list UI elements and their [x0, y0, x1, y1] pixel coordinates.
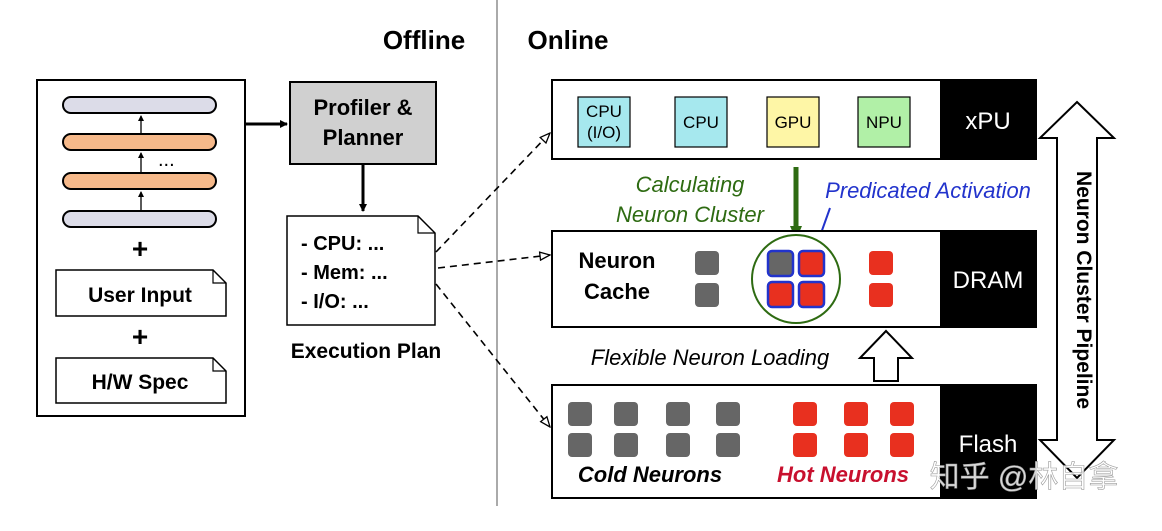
cold-neuron: [695, 251, 719, 275]
plan-to-xpu-arrow: [435, 133, 550, 253]
hot-neuron: [844, 433, 868, 457]
layer-ellipsis: ...: [158, 149, 175, 171]
model-layer-orange: [62, 133, 217, 151]
cold-neuron: [666, 433, 690, 457]
offline-header: Offline: [383, 25, 465, 55]
online-header: Online: [528, 25, 609, 55]
execution-plan-doc: - CPU: ... - Mem: ... - I/O: ...: [286, 215, 436, 326]
cluster-neuron-hot: [766, 280, 795, 309]
model-layer-orange: [62, 172, 217, 190]
plan-item-io: - I/O: ...: [301, 291, 369, 313]
cold-neuron: [568, 402, 592, 426]
xpu-unit-gpu-label: GPU: [775, 113, 812, 132]
hot-neuron-grid: [793, 402, 914, 457]
hw-spec-label: H/W Spec: [92, 371, 189, 394]
hot-neurons-label: Hot Neurons: [777, 462, 909, 487]
cold-neuron: [666, 402, 690, 426]
cold-neurons-label: Cold Neurons: [578, 462, 722, 487]
flexible-loading-arrow: [857, 329, 915, 382]
cluster-neuron-hot: [797, 280, 826, 309]
pipeline-double-arrow: [1037, 100, 1117, 480]
profiler-planner-box: [289, 81, 437, 165]
dram-label: DRAM: [953, 267, 1024, 294]
calc-cluster-line1: Calculating: [636, 172, 746, 197]
flash-label: Flash: [959, 431, 1018, 458]
hot-neuron: [890, 402, 914, 426]
cold-neuron: [716, 433, 740, 457]
xpu-label-box: [940, 80, 1036, 159]
profiler-label-line2: Planner: [323, 125, 404, 150]
xpu-unit-cpu: CPU: [674, 96, 728, 148]
model-layer-stack: ...: [62, 96, 217, 228]
hot-neuron: [793, 433, 817, 457]
neuron-cluster-circle: [751, 234, 841, 324]
xpu-unit-cpu-io-line1: CPU: [586, 102, 622, 121]
hot-neuron: [869, 283, 893, 307]
hot-neuron: [844, 402, 868, 426]
flexible-loading-label: Flexible Neuron Loading: [591, 345, 830, 370]
cluster-neuron-hot: [797, 249, 826, 278]
cold-neuron: [716, 402, 740, 426]
cold-neuron: [695, 283, 719, 307]
predicated-activation-label: Predicated Activation: [825, 178, 1031, 203]
xpu-unit-cpu-label: CPU: [683, 113, 719, 132]
profiler-label-line1: Profiler &: [313, 95, 412, 120]
pipeline-label: Neuron Cluster Pipeline: [1072, 171, 1095, 409]
flash-label-box: [940, 385, 1036, 498]
user-input-doc: User Input: [55, 269, 227, 317]
cold-neuron: [568, 433, 592, 457]
plus-sign: +: [132, 321, 148, 352]
hot-neuron: [890, 433, 914, 457]
hw-spec-doc: H/W Spec: [55, 357, 227, 404]
model-layer-gray: [62, 96, 217, 114]
cold-neuron-grid: [568, 402, 740, 457]
neuron-cache-line2: Cache: [584, 279, 650, 304]
plan-to-dram-arrow: [437, 255, 550, 269]
xpu-unit-npu: NPU: [857, 96, 911, 148]
neuron-cache-line1: Neuron: [579, 248, 656, 273]
hot-neuron: [869, 251, 893, 275]
xpu-unit-cpu-io-line2: (I/O): [587, 123, 621, 142]
plan-to-flash-arrow: [435, 283, 550, 427]
calc-cluster-line2: Neuron Cluster: [616, 202, 766, 227]
xpu-label: xPU: [965, 108, 1010, 135]
user-input-label: User Input: [88, 284, 192, 307]
plus-sign: +: [132, 233, 148, 264]
execution-plan-caption: Execution Plan: [291, 340, 442, 363]
cluster-neuron-cold: [766, 249, 795, 278]
dram-label-box: [940, 231, 1036, 327]
model-layer-gray: [62, 210, 217, 228]
watermark-text: 知乎 @林自拿: [930, 461, 1119, 494]
plan-item-mem: - Mem: ...: [301, 262, 388, 284]
cold-neuron: [614, 402, 638, 426]
plan-item-cpu: - CPU: ...: [301, 233, 384, 255]
xpu-unit-npu-label: NPU: [866, 113, 902, 132]
hot-neuron: [793, 402, 817, 426]
xpu-unit-cpu-io: CPU (I/O): [577, 96, 631, 148]
cold-neuron: [614, 433, 638, 457]
xpu-unit-gpu: GPU: [766, 96, 820, 148]
